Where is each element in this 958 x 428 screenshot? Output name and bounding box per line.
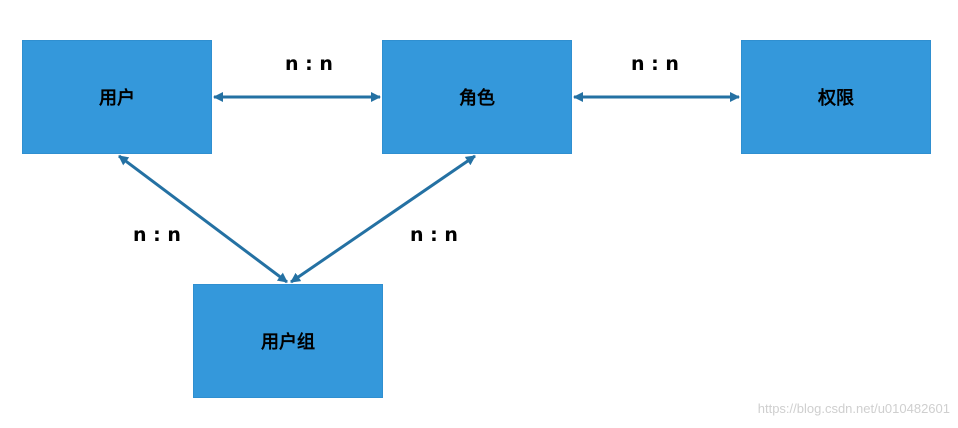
entity-role: 角色	[382, 40, 572, 154]
entity-user: 用户	[22, 40, 212, 154]
entity-role-label: 角色	[459, 88, 495, 109]
relation-label-user-role: n : n	[285, 53, 333, 75]
arrow-user-usergroup	[118, 154, 288, 284]
entity-user-label: 用户	[99, 88, 135, 109]
entity-user-group: 用户组	[193, 284, 383, 398]
watermark-text: https://blog.csdn.net/u010482601	[757, 401, 950, 416]
relation-label-role-permission: n : n	[631, 53, 679, 75]
entity-permission-label: 权限	[818, 88, 854, 109]
arrow-role-usergroup	[290, 154, 476, 284]
relation-label-user-usergroup: n : n	[133, 224, 181, 246]
entity-permission: 权限	[741, 40, 931, 154]
relation-label-role-usergroup: n : n	[410, 224, 458, 246]
entity-user-group-label: 用户组	[261, 332, 315, 353]
